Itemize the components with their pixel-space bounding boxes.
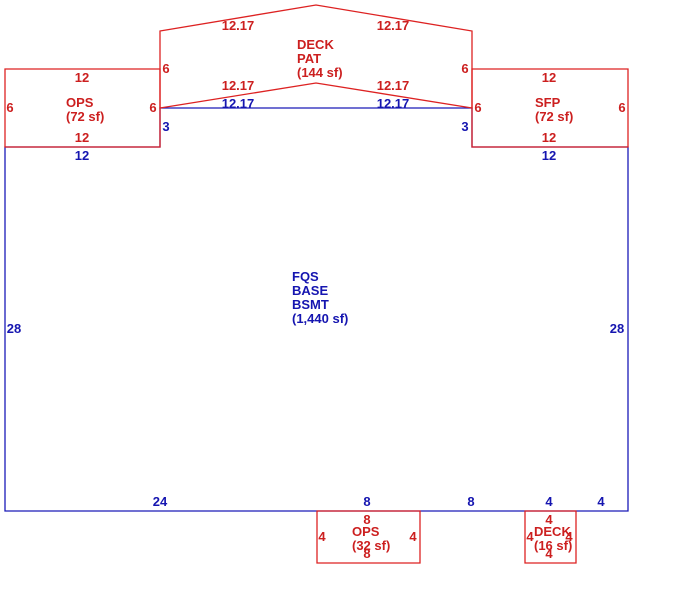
deck-small-line1: DECK — [534, 524, 571, 539]
dim-label: 12.17 — [222, 78, 255, 93]
ops-left-label: OPS (72 sf) — [66, 95, 104, 124]
dim-label: 12.17 — [222, 96, 255, 111]
dim-label: 12.17 — [377, 96, 410, 111]
dim-label: 3 — [461, 119, 468, 134]
main-structure-dimensions: 12 3 3 12 28 28 24 8 8 4 4 — [7, 119, 624, 509]
dim-label: 12 — [75, 130, 89, 145]
sfp-right-line1: SFP — [535, 95, 561, 110]
dim-label: 12.17 — [222, 18, 255, 33]
ops-bottom-outline — [316, 510, 421, 564]
dim-label: 12 — [542, 70, 556, 85]
dim-label: 4 — [526, 529, 534, 544]
dim-label: 4 — [318, 529, 326, 544]
ops-bottom-dimensions: 8 4 4 8 — [318, 512, 417, 561]
dim-label: 4 — [597, 494, 605, 509]
deck-small-dimensions: 4 4 4 4 — [526, 512, 573, 561]
dim-label: 4 — [545, 512, 553, 527]
ops-left-line1: OPS — [66, 95, 94, 110]
dim-label: 4 — [409, 529, 417, 544]
dim-label: 28 — [610, 321, 624, 336]
deck-pat-size: (144 sf) — [297, 65, 343, 80]
dim-label: 4 — [545, 494, 553, 509]
deck-pat-dimensions: 12.17 12.17 6 6 12.17 12.17 12.17 12.17 — [162, 18, 468, 111]
deck-small-label: DECK (16 sf) — [534, 524, 572, 553]
dim-label: 24 — [153, 494, 168, 509]
sfp-right-outline — [471, 68, 629, 148]
ops-left-size: (72 sf) — [66, 109, 104, 124]
dim-label: 12.17 — [377, 18, 410, 33]
deck-pat-line1: DECK — [297, 37, 334, 52]
dim-label: 8 — [363, 546, 370, 561]
deck-small-size: (16 sf) — [534, 538, 572, 553]
dim-label: 28 — [7, 321, 21, 336]
main-area-label: FQS BASE BSMT (1,440 sf) — [292, 269, 348, 326]
sfp-right-label: SFP (72 sf) — [535, 95, 573, 124]
main-area-size: (1,440 sf) — [292, 311, 348, 326]
dim-label: 8 — [467, 494, 474, 509]
dim-label: 12 — [75, 70, 89, 85]
sfp-right-dimensions: 12 6 6 12 — [474, 70, 625, 145]
dim-label: 12 — [75, 148, 89, 163]
dim-label: 4 — [565, 529, 573, 544]
ops-bottom-line1: OPS — [352, 524, 380, 539]
main-area-line3: BSMT — [292, 297, 329, 312]
deck-pat-label: DECK PAT (144 sf) — [297, 37, 343, 80]
dim-label: 12.17 — [377, 78, 410, 93]
dim-label: 8 — [363, 494, 370, 509]
main-area-code: FQS — [292, 269, 319, 284]
dim-label: 6 — [6, 100, 13, 115]
dim-label: 6 — [474, 100, 481, 115]
dim-label: 6 — [149, 100, 156, 115]
dim-label: 12 — [542, 148, 556, 163]
dim-label: 12 — [542, 130, 556, 145]
ops-left-outline — [4, 68, 161, 148]
ops-bottom-size: (32 sf) — [352, 538, 390, 553]
dim-label: 8 — [363, 512, 370, 527]
ops-bottom-label: OPS (32 sf) — [352, 524, 390, 553]
dim-label: 6 — [461, 61, 468, 76]
dim-label: 6 — [162, 61, 169, 76]
main-area-line2: BASE — [292, 283, 328, 298]
dim-label: 3 — [162, 119, 169, 134]
dim-label: 4 — [545, 546, 553, 561]
deck-small-outline — [524, 510, 577, 564]
ops-left-dimensions: 12 6 6 12 — [6, 70, 156, 145]
deck-pat-line2: PAT — [297, 51, 321, 66]
dim-label: 6 — [618, 100, 625, 115]
sfp-right-size: (72 sf) — [535, 109, 573, 124]
